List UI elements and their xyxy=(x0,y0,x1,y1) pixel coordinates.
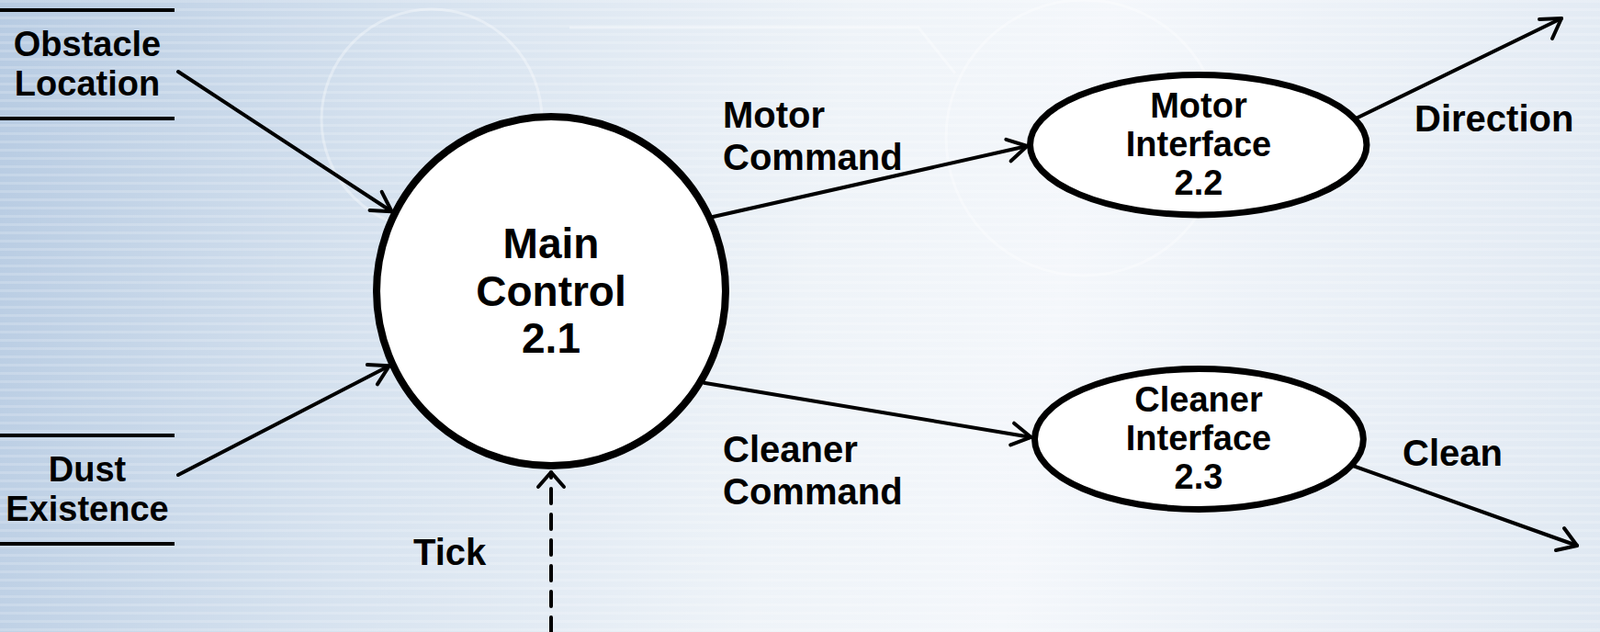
direction-arrowhead xyxy=(1539,18,1562,39)
node-number: 2.1 xyxy=(521,315,581,363)
flow-label: Motor Command xyxy=(722,93,921,179)
signal-label: Clean xyxy=(1402,431,1503,474)
node-name: Dust Existence xyxy=(5,450,169,529)
arrowhead xyxy=(367,364,390,384)
shape-border xyxy=(1034,369,1364,510)
node-name: Obstacle Location xyxy=(13,24,162,103)
node-number: 2.2 xyxy=(1174,164,1224,203)
process-circle: Main Control2.1 xyxy=(372,112,730,470)
node-name: Main Control xyxy=(461,220,641,316)
faint-line xyxy=(569,27,956,74)
node-name: Motor Interface xyxy=(1113,87,1285,165)
data-flow xyxy=(178,364,390,475)
signal-label: Tick xyxy=(413,530,486,574)
tick-control-flow xyxy=(549,472,553,632)
data-store: Obstacle Location xyxy=(0,8,175,121)
flow-line xyxy=(178,365,390,475)
node-text-group: Motor Interface2.2 xyxy=(1113,87,1285,203)
process-ellipse: Cleaner Interface2.3 xyxy=(1031,365,1367,513)
arrowhead xyxy=(1010,423,1031,446)
arrowhead xyxy=(1005,139,1027,161)
node-number: 2.3 xyxy=(1174,458,1224,497)
node-text-group: Cleaner Interface2.3 xyxy=(1115,381,1283,496)
data-store: Dust Existence xyxy=(0,433,175,546)
signal-label: Direction xyxy=(1414,97,1574,140)
flow-label: Cleaner Command xyxy=(722,428,939,513)
arrowhead xyxy=(370,191,393,212)
node-name: Cleaner Interface xyxy=(1115,381,1283,459)
shape-border xyxy=(1030,75,1367,215)
data-flow xyxy=(178,71,392,212)
process-ellipse: Motor Interface2.2 xyxy=(1026,71,1370,218)
clean-arrowhead xyxy=(1555,528,1578,551)
clean-flow-line xyxy=(1350,464,1578,546)
node-text-group: Main Control2.1 xyxy=(461,220,641,363)
shape-border xyxy=(376,116,726,466)
node-text-group: Obstacle Location xyxy=(13,24,162,103)
flow-line xyxy=(178,71,392,212)
node-text-group: Dust Existence xyxy=(5,450,169,529)
tick-arrowhead xyxy=(538,472,564,487)
